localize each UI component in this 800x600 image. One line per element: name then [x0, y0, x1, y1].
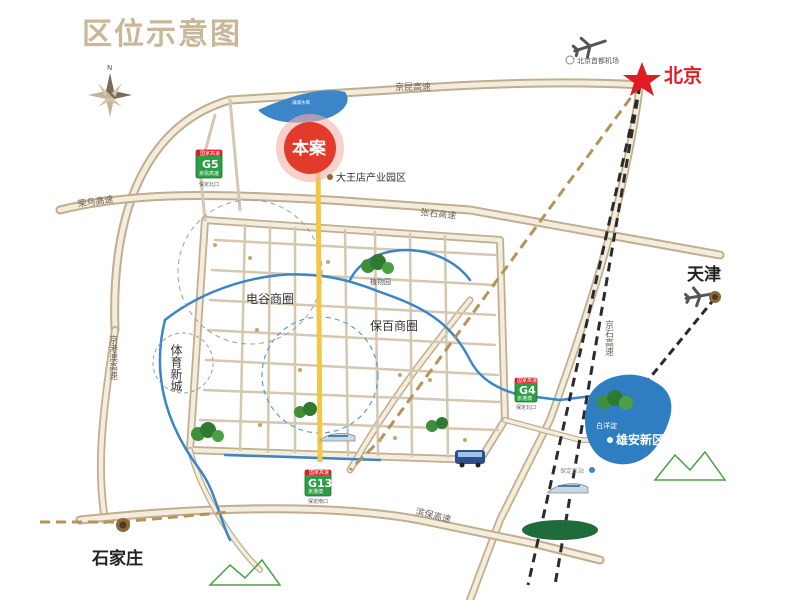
tree-icon [191, 422, 224, 442]
tianjin-label: 天津 [687, 264, 721, 285]
airport-label: 北京首都机场 [577, 56, 619, 65]
svg-text:京港澳: 京港澳 [308, 488, 323, 495]
reservoir-label: 满城水库 [292, 99, 310, 106]
road-label: 张石高速 [420, 206, 457, 222]
road-network [55, 78, 725, 600]
baoding-east-label: 保定东站 [560, 467, 584, 475]
svg-text:N: N [107, 64, 112, 72]
mountain-decoration [208, 558, 282, 586]
binbao-expressway [75, 504, 605, 565]
beijing-label: 北京 [664, 64, 702, 87]
highway-shield-g13: 国家高速 G13 京港澳 保定南口 [304, 469, 332, 505]
svg-text:京昆高速: 京昆高速 [199, 170, 219, 177]
tree-icon [426, 417, 448, 432]
rivers [158, 248, 602, 542]
road-label: 京港澳高速 [107, 334, 118, 381]
project-label: 本案 [292, 138, 327, 159]
airplane-icon [571, 36, 607, 59]
station-dot-icon [589, 467, 595, 473]
road-label: 京石高速 [603, 319, 614, 357]
svg-text:国家高速: 国家高速 [517, 377, 537, 384]
train-icon [319, 432, 356, 442]
baiyang-lake [585, 374, 672, 465]
svg-text:保定北口: 保定北口 [516, 404, 536, 411]
south-lake [522, 520, 598, 540]
highway-shield-g4: 国家高速 G4 京港澳 保定北口 [514, 377, 538, 411]
industrial-park-label: 大王店产业园区 [336, 171, 406, 184]
svg-text:G5: G5 [202, 158, 219, 171]
diangu-circle [177, 199, 323, 345]
star-icon [623, 62, 661, 96]
xiongan-label: 雄安新区 [615, 432, 664, 447]
baobai-district-label: 保百商圈 [370, 318, 418, 333]
svg-text:国家高速: 国家高速 [309, 469, 329, 476]
main-avenue [315, 149, 323, 463]
svg-text:G13: G13 [308, 477, 332, 490]
mountain-decoration [653, 450, 727, 481]
poi-dots [213, 243, 467, 442]
airport-dot-icon [565, 55, 575, 65]
plant-park-label: 植物园 [370, 277, 391, 286]
svg-text:国家高速: 国家高速 [200, 150, 220, 157]
sports-circle [152, 332, 214, 394]
reservoir [258, 90, 348, 123]
compass-icon: N [88, 64, 132, 117]
svg-text:G4: G4 [519, 384, 536, 397]
tree-icon [294, 402, 317, 418]
shijiazhuang-label: 石家庄 [91, 548, 143, 569]
sports-district-label: 体育新城 [169, 344, 183, 393]
bus-icon [455, 450, 485, 468]
diangu-district-label: 电谷商圈 [246, 291, 294, 306]
highway-shield-g5: 国家高速 G5 京昆高速 保定北口 [195, 149, 223, 188]
road-label: 荣乌高速 [77, 193, 114, 210]
baiyang-lake-label: 白洋淀 [596, 421, 617, 430]
svg-text:保定北口: 保定北口 [199, 181, 219, 188]
svg-text:京港澳: 京港澳 [517, 395, 532, 402]
tree-icon [597, 390, 633, 410]
project-marker [284, 122, 336, 174]
airplane-icon [684, 286, 716, 308]
road-label: 京昆高速 [395, 81, 431, 93]
tree-icon [361, 254, 394, 274]
train-icon [547, 483, 589, 494]
svg-text:保定南口: 保定南口 [308, 498, 328, 505]
map-title: 区位示意图 [82, 17, 242, 52]
poi-dot-icon [327, 174, 333, 180]
city-dot-icon [607, 437, 613, 443]
